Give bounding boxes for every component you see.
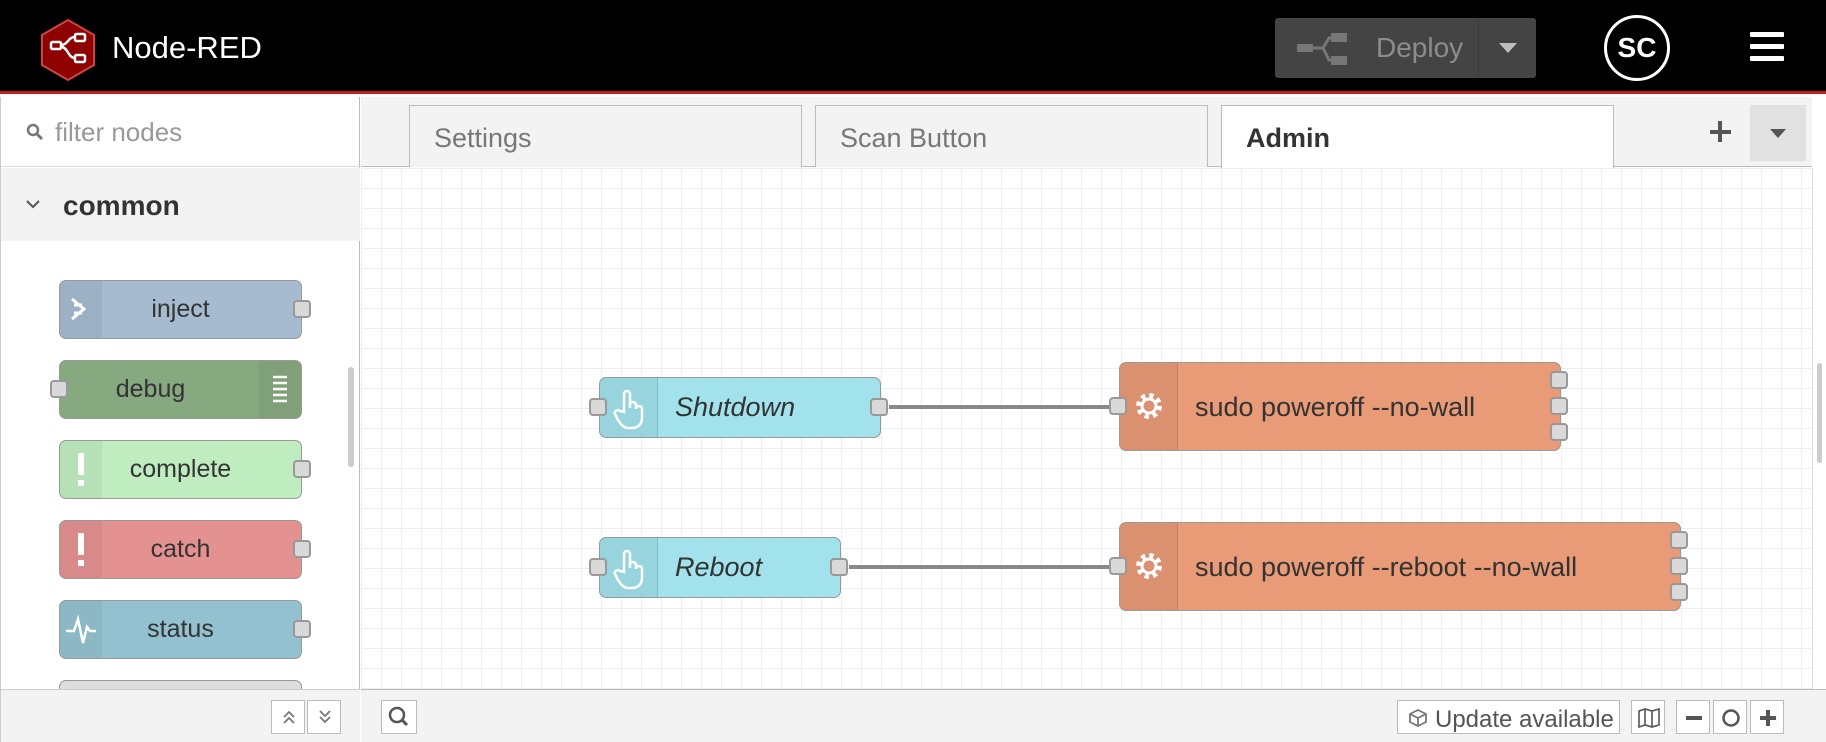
circle-icon <box>1722 709 1740 727</box>
double-chevron-down-icon <box>319 710 331 724</box>
flow-node-shutdown[interactable]: Shutdown <box>589 377 888 438</box>
workspace-tabs: Settings Scan Button Admin <box>361 97 1812 168</box>
flow-node-exec-poweroff[interactable]: sudo poweroff --no-wall <box>1109 362 1568 451</box>
category-label: common <box>63 190 180 221</box>
output-port[interactable] <box>1550 397 1568 415</box>
alert-icon <box>60 441 102 498</box>
zoom-out-button[interactable] <box>1676 700 1710 734</box>
update-available-button[interactable]: Update available <box>1397 700 1620 734</box>
flow-node-label: Shutdown <box>675 392 796 422</box>
add-flow-tab-icon[interactable] <box>1691 97 1751 167</box>
palette-node-inject[interactable]: inject <box>59 280 311 339</box>
node-red-logo-icon <box>41 18 95 82</box>
category-header-common[interactable]: common <box>1 168 360 241</box>
palette-node-catch[interactable]: catch <box>59 520 311 579</box>
output-port[interactable] <box>870 398 888 416</box>
user-avatar[interactable]: SC <box>1604 15 1670 81</box>
output-port <box>293 460 311 478</box>
flow-node-reboot[interactable]: Reboot <box>589 537 848 598</box>
map-icon <box>1638 708 1660 728</box>
deploy-label: Deploy <box>1376 32 1464 63</box>
palette-node-label: status <box>147 615 214 643</box>
deploy-icon <box>1297 33 1347 65</box>
flow-node-label: sudo poweroff --reboot --no-wall <box>1195 552 1578 582</box>
tab-label: Settings <box>434 123 532 153</box>
flow-canvas[interactable]: Shutdown sudo poweroff --no-wall Reboot … <box>361 168 1812 689</box>
filter-nodes-input[interactable] <box>53 113 343 151</box>
canvas-scrollbar[interactable] <box>1812 168 1826 689</box>
deploy-menu-caret-icon[interactable] <box>1478 18 1536 78</box>
expand-all-button[interactable] <box>307 700 341 734</box>
deploy-button[interactable]: Deploy <box>1275 18 1536 78</box>
flow-node-label: sudo poweroff --no-wall <box>1195 392 1476 422</box>
plus-icon <box>1760 710 1776 726</box>
tab-list-menu-icon[interactable] <box>1750 105 1806 161</box>
palette-node-label: inject <box>151 295 210 323</box>
tab-label: Admin <box>1246 123 1330 153</box>
collapse-all-button[interactable] <box>271 700 305 734</box>
output-port[interactable] <box>1670 531 1688 549</box>
input-port[interactable] <box>1109 397 1127 415</box>
search-icon <box>388 706 409 727</box>
gear-icon <box>1120 523 1178 610</box>
palette-node-status[interactable]: status <box>59 600 311 659</box>
flow-node-label: Reboot <box>675 552 763 582</box>
output-port[interactable] <box>1670 583 1688 601</box>
search-flows-button[interactable] <box>381 700 417 734</box>
palette-node-label: debug <box>115 375 186 403</box>
palette-filter <box>1 97 360 167</box>
input-port[interactable] <box>589 558 607 576</box>
node-palette: common inject debug complete catch <box>0 97 360 742</box>
hamburger-menu-icon[interactable] <box>1750 32 1784 62</box>
update-available-label: Update available <box>1435 706 1614 733</box>
double-chevron-up-icon <box>283 710 295 724</box>
alert-icon <box>60 521 102 578</box>
tab-admin[interactable]: Admin <box>1221 105 1614 168</box>
search-icon <box>26 123 44 141</box>
wires <box>849 405 1119 569</box>
palette-scrollbar[interactable] <box>348 367 354 467</box>
palette-node-label: catch <box>150 535 211 563</box>
output-port <box>293 620 311 638</box>
palette-node-partial <box>59 680 302 690</box>
output-port[interactable] <box>830 558 848 576</box>
navigator-map-button[interactable] <box>1631 700 1665 734</box>
palette-node-debug[interactable]: debug <box>50 360 302 419</box>
hand-pointer-icon <box>600 538 658 597</box>
list-icon <box>259 361 301 418</box>
zoom-in-button[interactable] <box>1750 700 1784 734</box>
output-port[interactable] <box>1550 371 1568 389</box>
tab-settings[interactable]: Settings <box>409 105 802 167</box>
zoom-reset-button[interactable] <box>1713 700 1747 734</box>
output-port <box>293 300 311 318</box>
output-port <box>293 540 311 558</box>
palette-node-label: complete <box>129 455 232 483</box>
palette-node-complete[interactable]: complete <box>59 440 311 499</box>
palette-footer <box>1 689 360 742</box>
arrow-in-icon <box>60 281 102 338</box>
header-bar: Node-RED Deploy SC <box>0 0 1826 94</box>
input-port <box>50 380 68 398</box>
tab-label: Scan Button <box>840 123 988 153</box>
heartbeat-icon <box>60 601 102 658</box>
app-title: Node-RED <box>112 30 262 65</box>
input-port[interactable] <box>1109 557 1127 575</box>
input-port[interactable] <box>589 398 607 416</box>
package-icon <box>1409 708 1427 728</box>
hand-pointer-icon <box>600 378 658 437</box>
workspace-footer: Update available <box>361 689 1826 742</box>
flow-node-exec-reboot[interactable]: sudo poweroff --reboot --no-wall <box>1109 522 1688 611</box>
gear-icon <box>1120 363 1178 450</box>
minus-icon <box>1686 716 1702 720</box>
output-port[interactable] <box>1670 557 1688 575</box>
tab-scan-button[interactable]: Scan Button <box>815 105 1208 167</box>
output-port[interactable] <box>1550 423 1568 441</box>
chevron-down-icon <box>26 200 40 209</box>
